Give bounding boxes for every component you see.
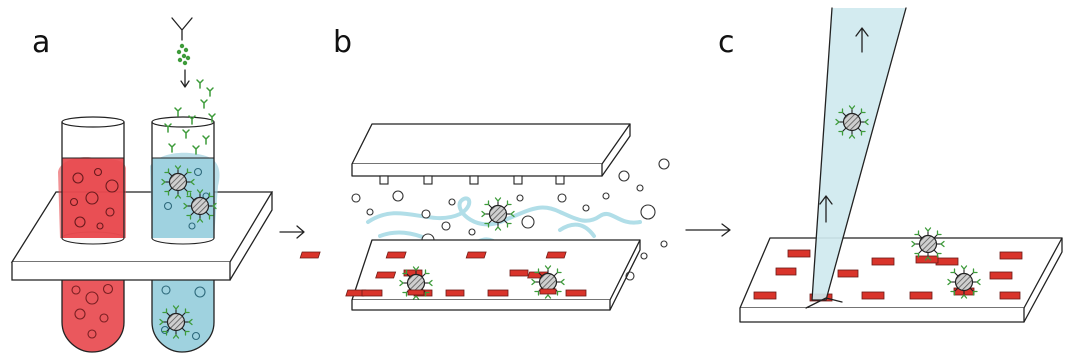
tube-rack-tray xyxy=(12,192,272,280)
blue-tube-lower xyxy=(152,278,214,352)
panel-label-c: c xyxy=(718,25,735,60)
top-cover-plate xyxy=(352,124,630,184)
red-tube-lower xyxy=(62,278,124,352)
panel-c: c xyxy=(718,8,1062,322)
panel-label-b: b xyxy=(333,25,352,60)
capture-chip-c xyxy=(740,228,1062,322)
red-tube-upper xyxy=(58,117,126,238)
panel-a: a xyxy=(12,18,272,352)
panel-b: b xyxy=(300,25,669,310)
panel-label-a: a xyxy=(32,25,50,60)
arrow-right-icon xyxy=(686,224,730,236)
antibody-dropper xyxy=(172,18,192,87)
arrow-down-icon xyxy=(181,70,189,87)
arrow-right-icon xyxy=(280,226,304,238)
capture-chip xyxy=(300,240,640,310)
blue-tube-upper xyxy=(150,117,220,238)
